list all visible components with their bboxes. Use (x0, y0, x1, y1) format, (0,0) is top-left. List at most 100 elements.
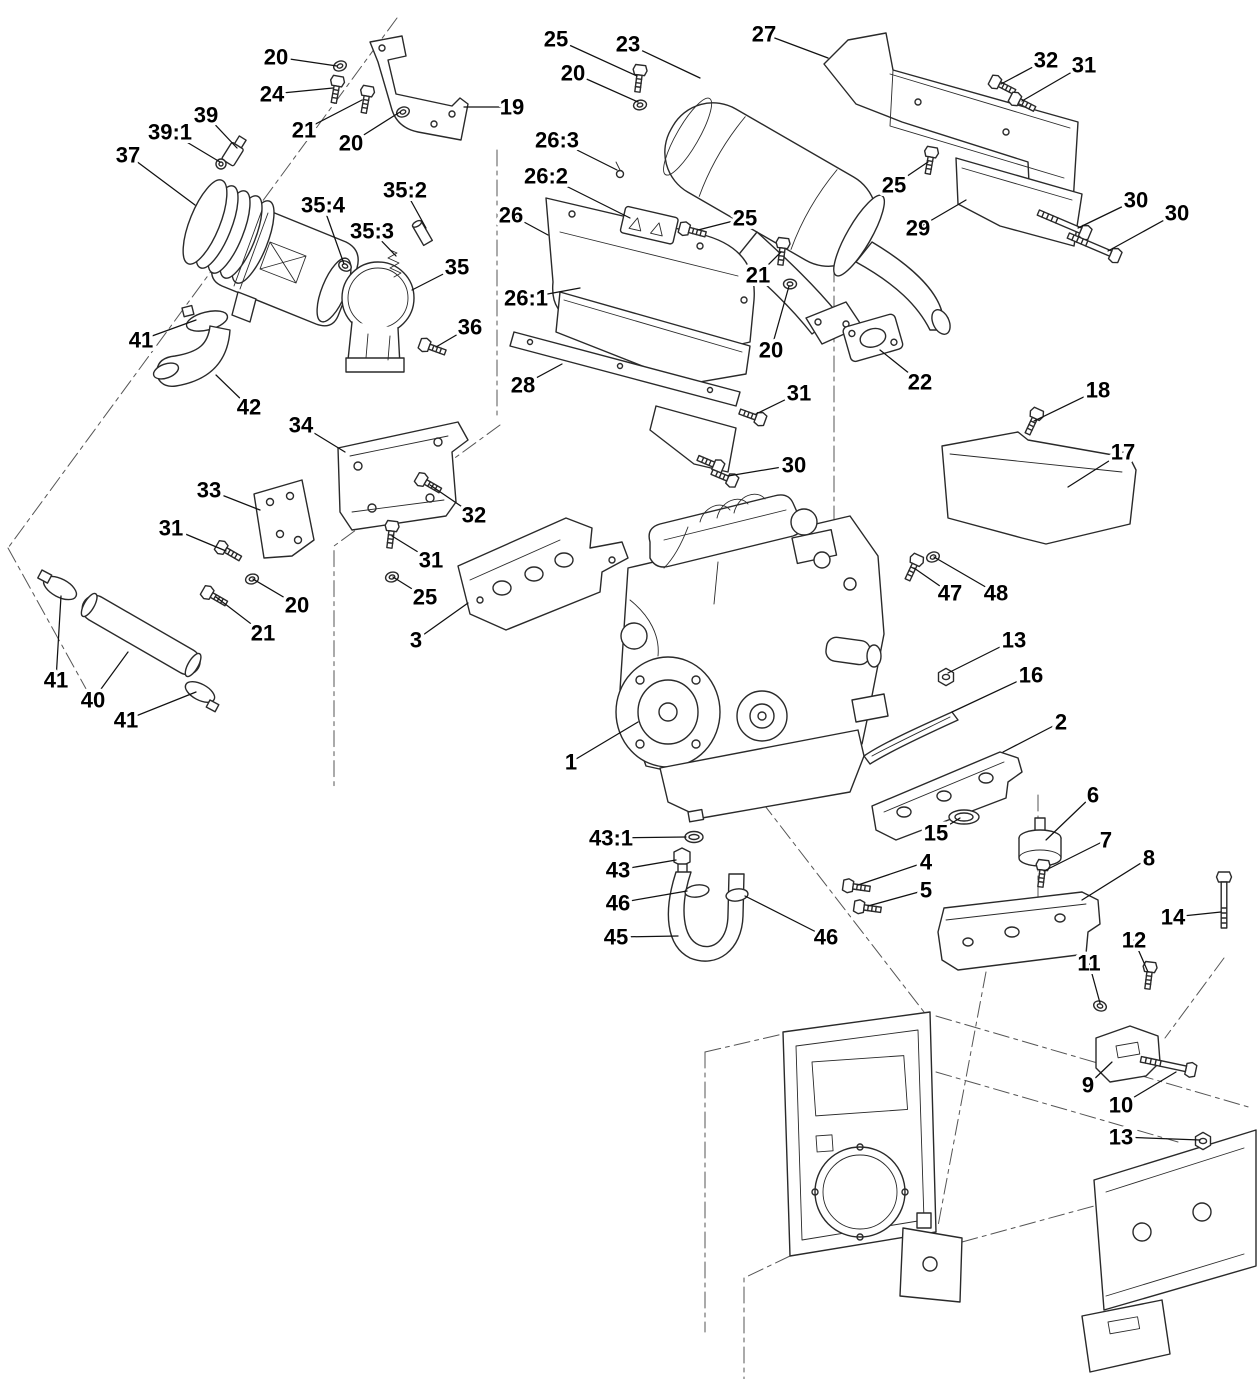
callout-label: 25 (413, 585, 437, 610)
leader-line (1077, 199, 1137, 229)
callout-14: 14 (1157, 901, 1222, 933)
leader-line (744, 895, 827, 938)
leader-line (1120, 1071, 1177, 1106)
callout-4: 4 (857, 846, 936, 886)
leader-line (510, 214, 549, 236)
callout-36: 36 (435, 311, 486, 348)
callout-label: 25 (882, 173, 906, 198)
callout-20: 20 (335, 111, 401, 159)
leader-line (55, 595, 62, 681)
callout-label: 18 (1086, 378, 1110, 403)
leader-line (1043, 839, 1107, 872)
callout-label: 37 (116, 143, 140, 168)
callout-19: 19 (463, 91, 528, 123)
washer-25 (383, 569, 401, 585)
callout-label: 21 (292, 118, 316, 143)
callout-13: 13 (947, 624, 1030, 674)
callout-27: 27 (748, 18, 829, 59)
callout-3: 3 (406, 602, 469, 656)
callout-label: 48 (984, 581, 1008, 606)
callout-label: 28 (511, 373, 535, 398)
callout-label: 21 (251, 621, 275, 646)
callout-26_2: 26:2 (520, 160, 631, 219)
callout-label: 31 (1072, 53, 1096, 78)
leader-line (205, 114, 238, 149)
leader-line (755, 392, 800, 415)
callout-label: 27 (752, 22, 776, 47)
leader-line (322, 204, 345, 265)
clamp-35-drawing (341, 261, 415, 373)
callout-13: 13 (1105, 1121, 1201, 1153)
bolt-31c (381, 519, 401, 550)
callout-label: 30 (1124, 188, 1148, 213)
leader-line (391, 535, 432, 561)
callout-26: 26 (495, 199, 549, 236)
leader-line (913, 567, 951, 594)
drain-hose-drawing (667, 830, 749, 962)
callout-32: 32 (1000, 44, 1062, 85)
leader-line (867, 889, 927, 907)
callout-6: 6 (1045, 779, 1103, 841)
leader-line (435, 326, 471, 348)
heat-shield-drawing (823, 32, 1083, 247)
callout-30: 30 (1077, 184, 1152, 229)
leader-line (763, 33, 829, 59)
callout-label: 26:3 (535, 128, 579, 153)
leader-line (951, 674, 1032, 713)
leader-line (429, 484, 475, 516)
leader-line (271, 87, 334, 95)
leader-line (303, 99, 363, 131)
callout-label: 10 (1109, 1093, 1133, 1118)
callout-label: 30 (782, 453, 806, 478)
callout-37: 37 (112, 139, 196, 206)
plate-17-drawing (941, 431, 1137, 545)
callout-label: 46 (814, 925, 838, 950)
callout-20: 20 (260, 41, 338, 73)
callout-label: 23 (616, 32, 640, 57)
callout-30: 30 (727, 449, 810, 481)
callout-label: 26 (499, 203, 523, 228)
leader-line (1107, 212, 1178, 252)
callout-label: 3 (410, 628, 422, 653)
leader-line (1133, 939, 1149, 973)
leader-line (215, 596, 264, 634)
callout-label: 31 (159, 516, 183, 541)
callout-17: 17 (1067, 436, 1139, 488)
callout-20: 20 (755, 285, 790, 366)
bolt-14 (1215, 871, 1233, 929)
washer-20e (243, 571, 261, 587)
isolator-6-drawing (1018, 817, 1062, 867)
callout-label: 31 (419, 548, 443, 573)
leader-line (252, 578, 298, 606)
callout-label: 45 (604, 925, 628, 950)
nut-13b (1194, 1131, 1212, 1151)
callout-25: 25 (878, 161, 929, 201)
callout-label: 5 (920, 878, 932, 903)
callout-41: 41 (40, 595, 72, 696)
callout-label: 30 (1165, 201, 1189, 226)
bolt-36 (416, 335, 449, 360)
bolt-18 (1020, 405, 1046, 438)
leader-line (727, 464, 795, 477)
callout-2: 2 (1002, 706, 1071, 753)
callout-45: 45 (600, 921, 679, 953)
callout-label: 40 (81, 688, 105, 713)
callout-label: 41 (129, 328, 153, 353)
leader-line (208, 489, 261, 511)
callout-label: 19 (500, 95, 524, 120)
callout-label: 22 (908, 370, 932, 395)
leader-line (917, 199, 967, 229)
callout-label: 34 (289, 413, 314, 438)
leader-line (555, 38, 638, 77)
leader-line (617, 859, 677, 871)
bolt-25b (920, 145, 941, 176)
callout-21: 21 (215, 596, 279, 649)
callout-30: 30 (1107, 197, 1193, 252)
callout-label: 32 (462, 503, 486, 528)
leader-line (1045, 794, 1094, 841)
mount-plate-8-drawing (937, 891, 1101, 971)
callout-31: 31 (391, 535, 447, 576)
leader-line (933, 556, 997, 594)
leader-line (1087, 1061, 1113, 1086)
